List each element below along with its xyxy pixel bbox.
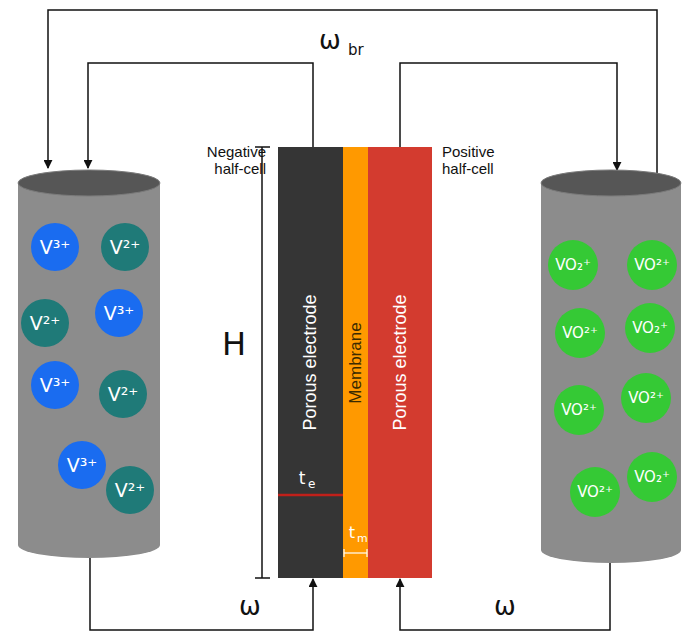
half-cell-label: Negative half-cell — [182, 144, 266, 177]
ion-circle: V³⁺ — [95, 289, 143, 337]
ion-circle: VO₂⁺ — [548, 240, 598, 290]
ion-circle: V³⁺ — [31, 361, 79, 409]
ion-circle: VO²⁺ — [570, 467, 620, 517]
ion-circle: V²⁺ — [106, 466, 154, 514]
porous-electrode: Porous electrode — [278, 147, 343, 578]
ion-circle: V²⁺ — [99, 370, 147, 418]
negative-tank — [18, 170, 160, 558]
tank-body — [541, 183, 681, 550]
dimension-tick — [255, 577, 270, 579]
thickness-subscript: e — [308, 478, 315, 491]
ion-circle: VO²⁺ — [621, 373, 671, 423]
ion-label: V²⁺ — [110, 236, 141, 258]
ion-circle: V²⁺ — [21, 299, 69, 347]
ion-label: VO²⁺ — [561, 401, 597, 419]
positive-tank — [541, 170, 681, 563]
dimension-line — [261, 147, 263, 578]
part-label: Membrane — [346, 322, 366, 403]
ion-label: V²⁺ — [115, 479, 146, 501]
part-label: Porous electrode — [300, 294, 321, 430]
thickness-subscript: m — [357, 533, 368, 545]
ion-circle: VO²⁺ — [627, 240, 677, 290]
ion-label: V²⁺ — [30, 312, 61, 334]
part-label: Porous electrode — [390, 294, 411, 430]
tank-top — [541, 170, 681, 196]
ion-label: VO²⁺ — [562, 324, 598, 342]
height-label: H — [222, 327, 246, 362]
tank-body — [18, 183, 160, 545]
ion-circle: VO₂⁺ — [627, 452, 677, 502]
half-cell-label: Positive half-cell — [442, 144, 526, 177]
membrane-thickness-label: t — [349, 524, 355, 542]
ion-circle: VO₂⁺ — [625, 303, 675, 353]
dimension-tick — [366, 549, 367, 557]
porous-electrode: Porous electrode — [368, 147, 432, 578]
ion-label: VO²⁺ — [634, 256, 670, 274]
ion-label: VO²⁺ — [577, 483, 613, 501]
ion-label: VO₂⁺ — [555, 256, 591, 274]
ion-label: VO₂⁺ — [632, 319, 668, 337]
ion-circle: V³⁺ — [31, 223, 79, 271]
electrode-thickness-line — [278, 494, 343, 497]
ion-label: V³⁺ — [104, 302, 135, 324]
flow-rate-subscript: br — [348, 42, 364, 59]
tank-top — [18, 170, 160, 196]
ion-label: VO²⁺ — [628, 389, 664, 407]
flow-rate-symbol: ω — [319, 26, 341, 55]
electrode-thickness-label: t — [299, 469, 306, 488]
ion-label: V²⁺ — [108, 383, 139, 405]
ion-circle: VO²⁺ — [554, 385, 604, 435]
ion-circle: V²⁺ — [101, 223, 149, 271]
ion-label: V³⁺ — [40, 236, 71, 258]
pipe — [400, 63, 617, 170]
ion-circle: V³⁺ — [58, 441, 106, 489]
height-bracket — [255, 147, 270, 578]
flow-rate-symbol: ω — [239, 592, 261, 621]
ion-circle: VO²⁺ — [555, 308, 605, 358]
membrane: Membrane — [343, 147, 368, 578]
ion-label: V³⁺ — [40, 374, 71, 396]
dimension-line — [344, 552, 367, 553]
ion-label: VO₂⁺ — [634, 468, 670, 486]
dimension-tick — [343, 549, 344, 557]
membrane-thickness-bracket — [344, 549, 367, 557]
ion-label: V³⁺ — [67, 454, 98, 476]
flow-rate-symbol: ω — [494, 592, 516, 621]
